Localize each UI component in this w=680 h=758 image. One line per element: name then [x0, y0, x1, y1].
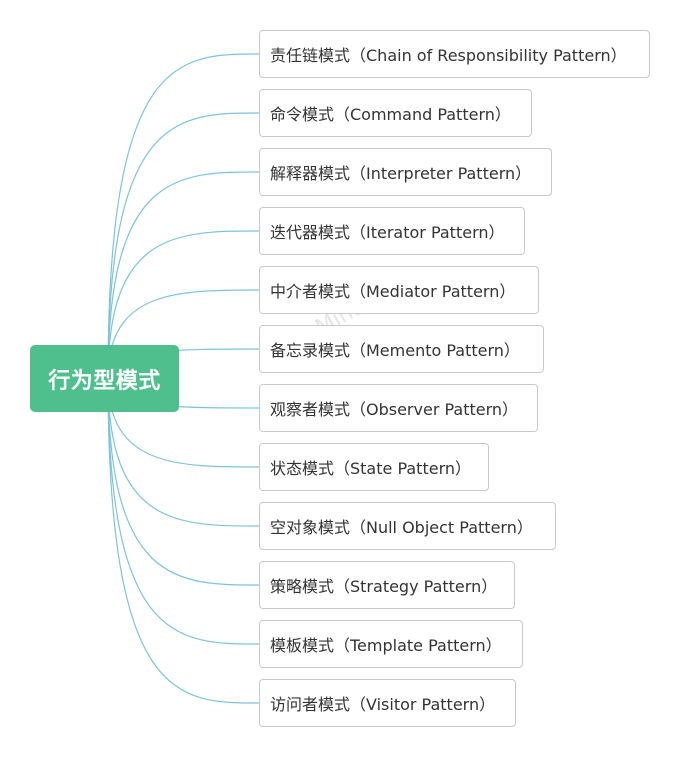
connector-line — [107, 112, 260, 379]
child-node-template[interactable]: 模板模式（Template Pattern） — [259, 620, 523, 668]
connector-line — [107, 171, 260, 379]
child-node-observer[interactable]: 观察者模式（Observer Pattern） — [259, 384, 538, 432]
root-node[interactable]: 行为型模式 — [30, 345, 179, 412]
connector-line — [107, 377, 260, 586]
connector-line — [107, 377, 260, 527]
child-node-strategy[interactable]: 策略模式（Strategy Pattern） — [259, 561, 515, 609]
child-node-iterator[interactable]: 迭代器模式（Iterator Pattern） — [259, 207, 525, 255]
child-node-state[interactable]: 状态模式（State Pattern） — [259, 443, 489, 491]
connector-line — [107, 53, 260, 379]
child-node-mediator[interactable]: 中介者模式（Mediator Pattern） — [259, 266, 539, 314]
connector-line — [107, 230, 260, 379]
child-node-interpreter[interactable]: 解释器模式（Interpreter Pattern） — [259, 148, 552, 196]
child-node-memento[interactable]: 备忘录模式（Memento Pattern） — [259, 325, 544, 373]
child-node-visitor[interactable]: 访问者模式（Visitor Pattern） — [259, 679, 516, 727]
connector-line — [107, 377, 260, 645]
child-node-null-object[interactable]: 空对象模式（Null Object Pattern） — [259, 502, 556, 550]
connector-line — [107, 377, 260, 704]
child-node-chain-of-responsibility[interactable]: 责任链模式（Chain of Responsibility Pattern） — [259, 30, 650, 78]
child-node-command[interactable]: 命令模式（Command Pattern） — [259, 89, 532, 137]
